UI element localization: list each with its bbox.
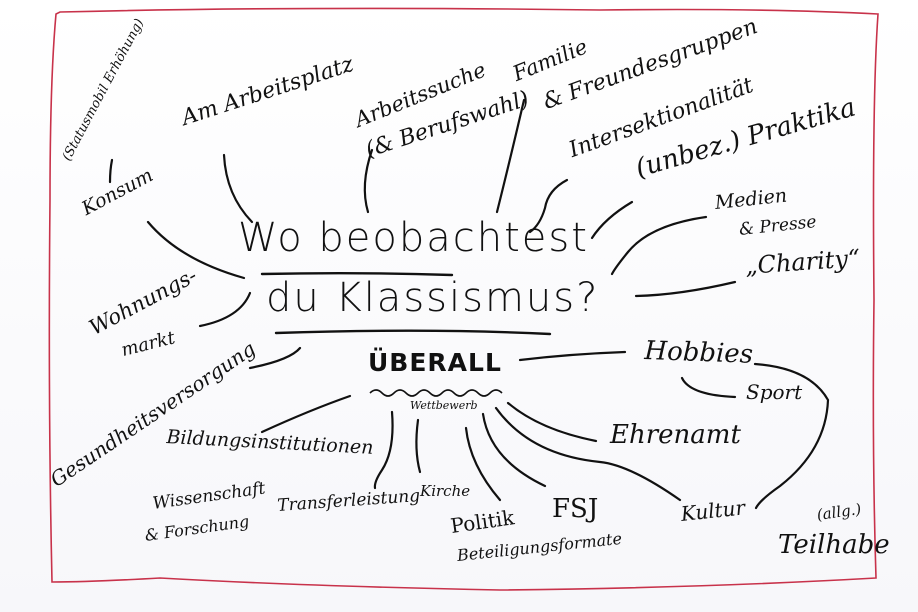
branch-teilhabe: Teilhabe [778,530,890,560]
connector-konsum [146,220,246,280]
connector-teilhabe [753,362,830,510]
wavy-underline [369,389,503,397]
center-answer: ÜBERALL [368,348,502,377]
branch-kirche: Kirche [420,482,471,500]
branch-sport: Sport [746,380,803,404]
connector-hobbies [518,350,627,362]
connector-politik [464,426,502,502]
connector-statusmobil [108,158,114,184]
branch-fsj: FSJ [552,494,599,524]
connector-kirche [415,418,422,474]
center-question-line2: du Klassismus? [266,275,600,321]
branch-kultur: Kultur [679,495,747,526]
connector-transfer [373,410,394,490]
center-answer-note: Wettbewerb [410,399,478,412]
connector-sport [680,376,737,399]
connector-kultur [494,406,682,502]
connector-arbeitssuche [363,148,374,214]
center-question-line1: Wo beobachtest [238,215,589,261]
connector-arbeitsplatz [222,153,254,224]
connector-bildung [260,394,352,434]
connector-familie [495,98,526,214]
connector-ehrenamt [506,401,598,443]
branch-ehrenamt: Ehrenamt [610,420,741,450]
connector-medien [610,215,708,276]
connector-gesundheit [248,346,302,370]
connector-intersektionalitaet [528,178,569,234]
connector-charity [634,280,737,298]
connector-wohnungsmarkt [198,291,252,328]
underline-line1 [260,272,454,277]
underline-line2 [274,329,552,336]
branch-hobbies: Hobbies [643,336,754,370]
frame-border [48,7,879,591]
connector-fsj [481,412,547,488]
connector-praktika [590,200,634,240]
